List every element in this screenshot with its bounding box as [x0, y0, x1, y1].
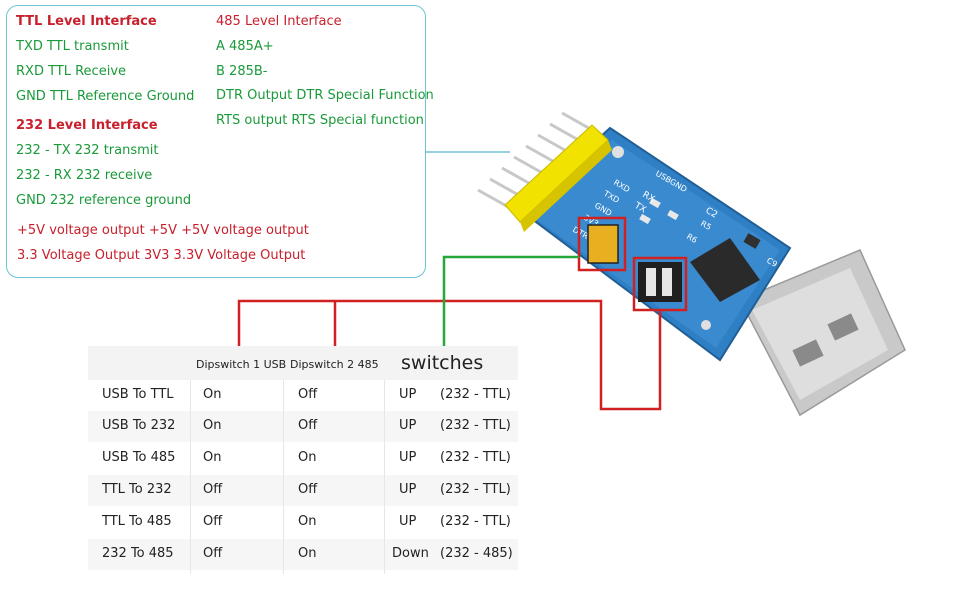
switch-pos-cell: UP [399, 450, 417, 465]
dip1-cell: On [203, 450, 222, 465]
jumper-highlight-box [577, 216, 627, 272]
table-row: 232 To 485 Off On Down (232 - 485) [88, 539, 518, 570]
table-row: TTL To 485 Off On UP (232 - TTL) [88, 507, 518, 538]
table-row: USB To 232 On Off UP (232 - TTL) [88, 411, 518, 442]
mode-table-header: Dipswitch 1 USB Dipswitch 2 485 switches [88, 346, 518, 380]
switches-callout-line [442, 255, 579, 346]
legend-485b: B 285B- [216, 64, 268, 79]
dip2-cell: On [298, 546, 317, 561]
usb-plug [738, 249, 906, 417]
table-row: USB To 485 On On UP (232 - TTL) [88, 443, 518, 474]
pcb-board: USBGND RXD TXD GND 3V3 DTR RX TX C2 R5 R… [518, 126, 792, 362]
dip1-cell: Off [203, 482, 223, 497]
mode-cell: USB To TTL [102, 387, 174, 402]
jumper-switch [587, 224, 619, 264]
dip1-cell: On [203, 418, 222, 433]
mode-cell: TTL To 485 [102, 514, 172, 529]
dip2-cell: Off [298, 482, 318, 497]
switch-pos-cell: Down [392, 546, 429, 561]
legend-rts: RTS output RTS Special function [216, 113, 424, 128]
legend-rxd: RXD TTL Receive [16, 64, 127, 79]
table-row: USB To TTL On Off UP (232 - TTL) [88, 380, 518, 411]
header-dipswitch-2: Dipswitch 2 485 [290, 358, 379, 371]
legend-485a: A 485A+ [216, 39, 274, 54]
mode-cell: USB To 485 [102, 450, 176, 465]
switch-pos-cell: UP [399, 514, 417, 529]
switch-note-cell: (232 - TTL) [440, 387, 511, 402]
header-dipswitch-1: Dipswitch 1 USB [196, 358, 287, 371]
dip2-cell: On [298, 450, 317, 465]
pin-legend: TTL Level Interface TXD TTL transmit RXD… [6, 5, 434, 278]
column-divider [190, 380, 191, 574]
switch-pos-cell: UP [399, 418, 417, 433]
legend-ttl-title: TTL Level Interface [16, 14, 157, 29]
switch-note-cell: (232 - TTL) [440, 450, 511, 465]
legend-3v3: 3.3 Voltage Output 3V3 3.3V Voltage Outp… [17, 248, 306, 263]
legend-txd: TXD TTL transmit [16, 39, 129, 54]
dip2-cell: Off [298, 418, 318, 433]
dip1-cell: Off [203, 514, 223, 529]
switch-note-cell: (232 - TTL) [440, 418, 511, 433]
dipswitch-callout-line [237, 299, 662, 411]
legend-232-tx: 232 - TX 232 transmit [16, 143, 159, 158]
mode-cell: TTL To 232 [102, 482, 172, 497]
dip1-cell: On [203, 387, 222, 402]
legend-232-title: 232 Level Interface [16, 118, 158, 133]
switch-pos-cell: UP [399, 387, 417, 402]
dip2-cell: Off [298, 387, 318, 402]
legend-gnd-232: GND 232 reference ground [16, 193, 192, 208]
dip2-cell: On [298, 514, 317, 529]
legend-dtr: DTR Output DTR Special Function [216, 88, 434, 103]
pin-header [477, 111, 612, 232]
column-divider [283, 380, 284, 574]
legend-485-title: 485 Level Interface [216, 14, 342, 29]
dip1-cell: Off [203, 546, 223, 561]
legend-gnd-ttl: GND TTL Reference Ground [16, 89, 195, 104]
header-switches: switches [401, 352, 484, 374]
table-row: TTL To 232 Off Off UP (232 - TTL) [88, 475, 518, 506]
dip-switch [638, 262, 682, 302]
switch-note-cell: (232 - TTL) [440, 514, 511, 529]
switch-note-cell: (232 - 485) [440, 546, 513, 561]
mode-table: Dipswitch 1 USB Dipswitch 2 485 switches… [88, 346, 518, 574]
column-divider [384, 380, 385, 574]
legend-232-rx: 232 - RX 232 receive [16, 168, 153, 183]
switch-pos-cell: UP [399, 482, 417, 497]
mode-cell: USB To 232 [102, 418, 176, 433]
mode-cell: 232 To 485 [102, 546, 174, 561]
switch-note-cell: (232 - TTL) [440, 482, 511, 497]
legend-5v: +5V voltage output +5V +5V voltage outpu… [17, 223, 309, 238]
